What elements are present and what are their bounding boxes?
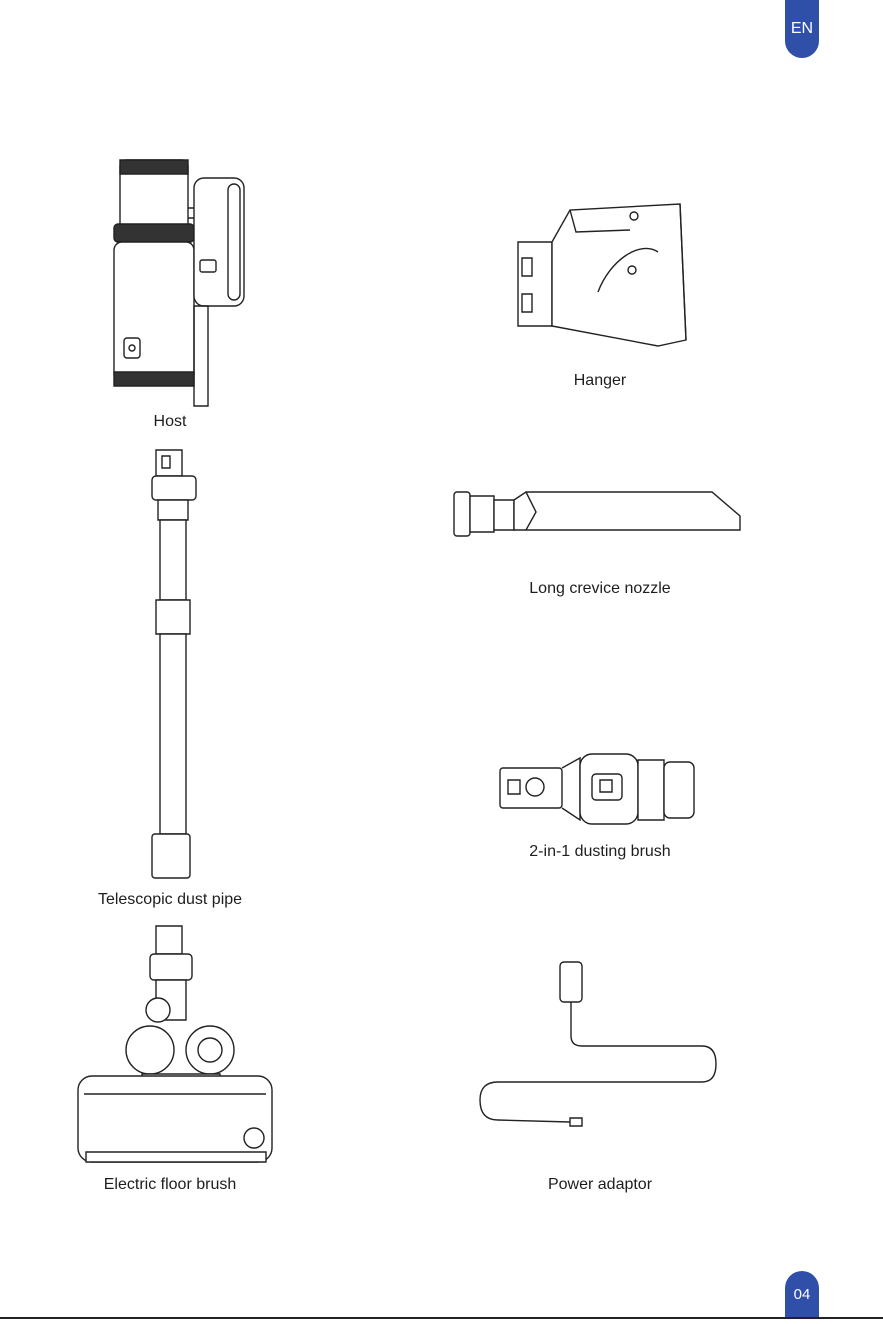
crevice-nozzle-illustration (450, 486, 750, 546)
adaptor-label: Power adaptor (520, 1176, 680, 1194)
floor-brush-illustration (70, 924, 280, 1174)
power-adaptor-illustration (470, 958, 730, 1138)
host-label: Host (130, 413, 210, 431)
language-tab: EN (785, 0, 819, 58)
hanger-label: Hanger (540, 372, 660, 390)
crevice-label: Long crevice nozzle (510, 580, 690, 598)
dusting-label: 2-in-1 dusting brush (510, 843, 690, 861)
floor-brush-label: Electric floor brush (90, 1176, 250, 1194)
hanger-illustration (510, 200, 700, 350)
dusting-brush-illustration (496, 750, 706, 830)
pipe-label: Telescopic dust pipe (90, 891, 250, 909)
host-illustration (100, 150, 260, 410)
page-number-tab: 04 (785, 1271, 819, 1317)
telescopic-pipe-illustration (140, 446, 210, 886)
bottom-rule (0, 1317, 883, 1319)
